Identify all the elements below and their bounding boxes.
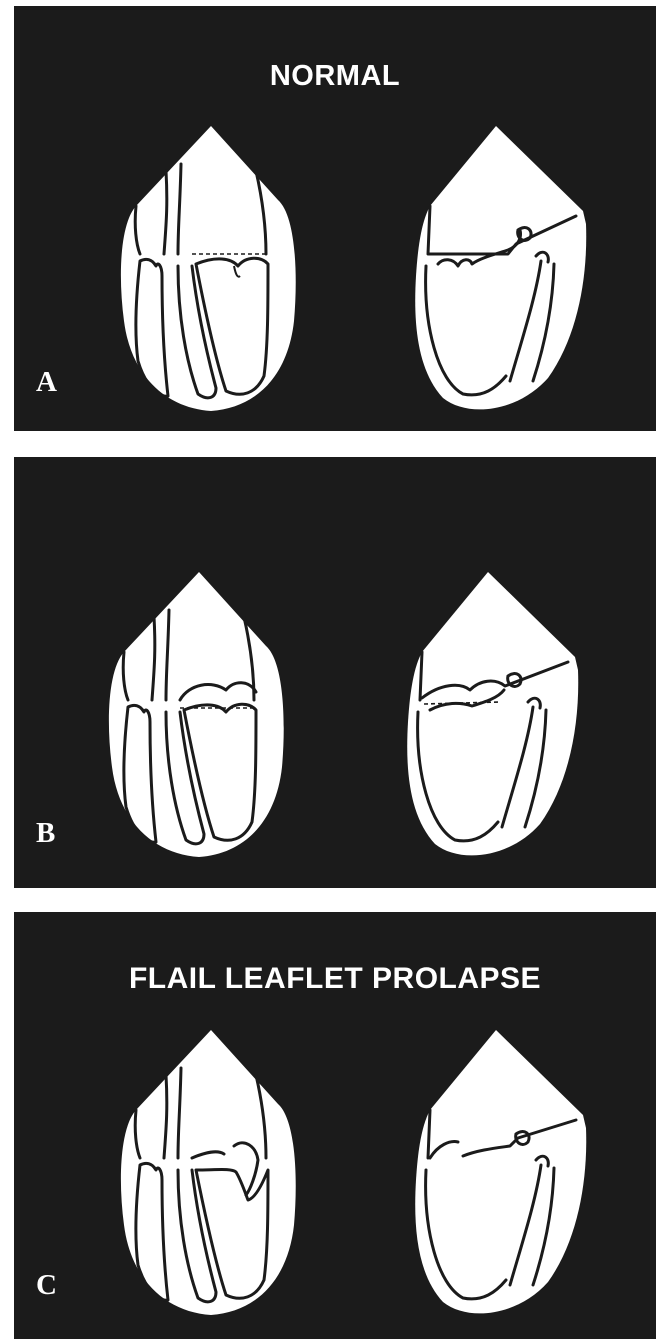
long-axis-heart (408, 1030, 623, 1320)
panel-title: NORMAL (14, 60, 656, 93)
long-axis-heart (400, 572, 615, 862)
panel-b: B (14, 457, 656, 888)
four-chamber-heart (94, 572, 304, 862)
four-chamber-heart (106, 1030, 316, 1320)
panel-c: FLAIL LEAFLET PROLAPSE C (14, 912, 656, 1339)
panel-letter: C (36, 1269, 57, 1302)
panel-a: NORMAL A (14, 6, 656, 431)
long-axis-heart (408, 126, 623, 416)
panel-letter: B (36, 817, 55, 850)
four-chamber-heart (106, 126, 316, 416)
panel-title: FLAIL LEAFLET PROLAPSE (14, 962, 656, 996)
panel-letter: A (36, 366, 57, 399)
